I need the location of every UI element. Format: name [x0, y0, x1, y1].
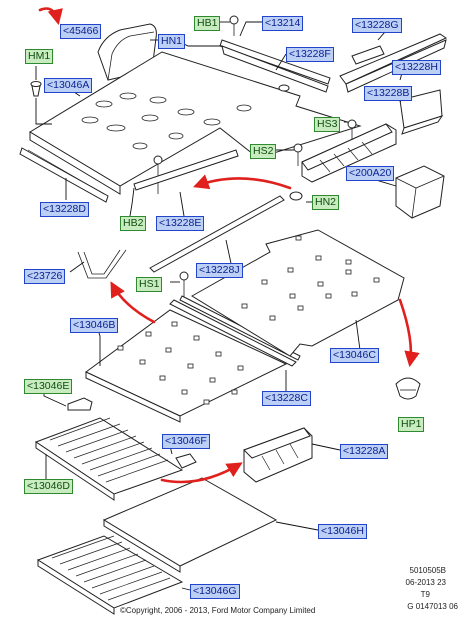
part-label-hs1[interactable]: HS1 [136, 277, 163, 292]
part-label-13228G[interactable]: <13228G [352, 18, 402, 33]
piece-13046F [175, 453, 197, 469]
drawing-series: T9 [420, 590, 430, 599]
part-label-13046B[interactable]: <13046B [70, 318, 119, 333]
part-label-45466[interactable]: <45466 [60, 24, 102, 39]
part-label-hn2[interactable]: HN2 [312, 195, 340, 210]
floor-panel-13046C [191, 229, 405, 357]
part-label-13228E[interactable]: <13228E [156, 216, 205, 231]
fastener-hm1 [30, 81, 42, 97]
floor-panel-13046B [85, 309, 288, 423]
fastener-hs3 [347, 119, 357, 140]
part-label-hm1[interactable]: HM1 [25, 49, 54, 64]
part-label-13228C[interactable]: <13228C [262, 391, 311, 406]
part-label-hs2[interactable]: HS2 [250, 144, 277, 159]
part-label-13228H[interactable]: <13228H [392, 60, 441, 75]
red-arrows [38, 7, 420, 484]
part-label-hs3[interactable]: HS3 [314, 117, 341, 132]
drawing-date: 06-2013 23 [405, 578, 446, 587]
drawing-reference: G 0147013 06 [407, 602, 458, 611]
part-label-hn1[interactable]: HN1 [158, 34, 186, 49]
part-label-13228D[interactable]: <13228D [40, 202, 89, 217]
part-label-13228J[interactable]: <13228J [196, 263, 243, 278]
trim-strip-13228E [133, 149, 239, 191]
trim-strip-13228D [19, 147, 109, 203]
part-label-13046F[interactable]: <13046F [162, 434, 210, 449]
part-label-13046D[interactable]: <13046D [24, 479, 73, 494]
bracket-13046E [67, 397, 93, 411]
clip-hp1 [395, 377, 421, 400]
seal-23726 [77, 249, 127, 279]
part-label-13046H[interactable]: <13046H [318, 524, 367, 539]
side-tray-13228B [301, 123, 397, 183]
drawing-code: 5010505B [409, 566, 446, 575]
part-label-13228F[interactable]: <13228F [286, 47, 334, 62]
fastener-hn2 [289, 191, 303, 201]
part-label-13046G[interactable]: <13046G [190, 584, 240, 599]
part-label-hp1[interactable]: HP1 [398, 417, 425, 432]
part-label-13046E[interactable]: <13046E [24, 379, 73, 394]
long-strip-13228J [149, 195, 285, 273]
floor-panel-13046H [102, 477, 278, 573]
floor-panel-13046A [29, 51, 362, 195]
ribbed-mat-13046D [34, 417, 184, 501]
fastener-hn1 [278, 84, 290, 92]
fastener-hs2 [293, 143, 303, 166]
part-label-13046C[interactable]: <13046C [330, 348, 379, 363]
part-label-13046A[interactable]: <13046A [44, 78, 93, 93]
part-label-200A20[interactable]: <200A20 [346, 166, 395, 181]
part-label-hb2[interactable]: HB2 [120, 216, 147, 231]
tray-13228A [243, 427, 313, 483]
ribbed-mat-13046G [36, 535, 184, 615]
trim-13214 [219, 39, 331, 93]
fastener-hb1 [229, 15, 239, 36]
part-label-13228A[interactable]: <13228A [340, 444, 389, 459]
fastener-hs1 [179, 271, 189, 300]
bracket-200A20 [395, 165, 445, 219]
part-label-13228B[interactable]: <13228B [364, 86, 413, 101]
part-label-13214[interactable]: <13214 [262, 16, 304, 31]
part-label-hb1[interactable]: HB1 [194, 16, 221, 31]
part-label-23726[interactable]: <23726 [24, 269, 66, 284]
copyright-notice: ©Copyright, 2006 - 2013, Ford Motor Comp… [120, 606, 316, 615]
